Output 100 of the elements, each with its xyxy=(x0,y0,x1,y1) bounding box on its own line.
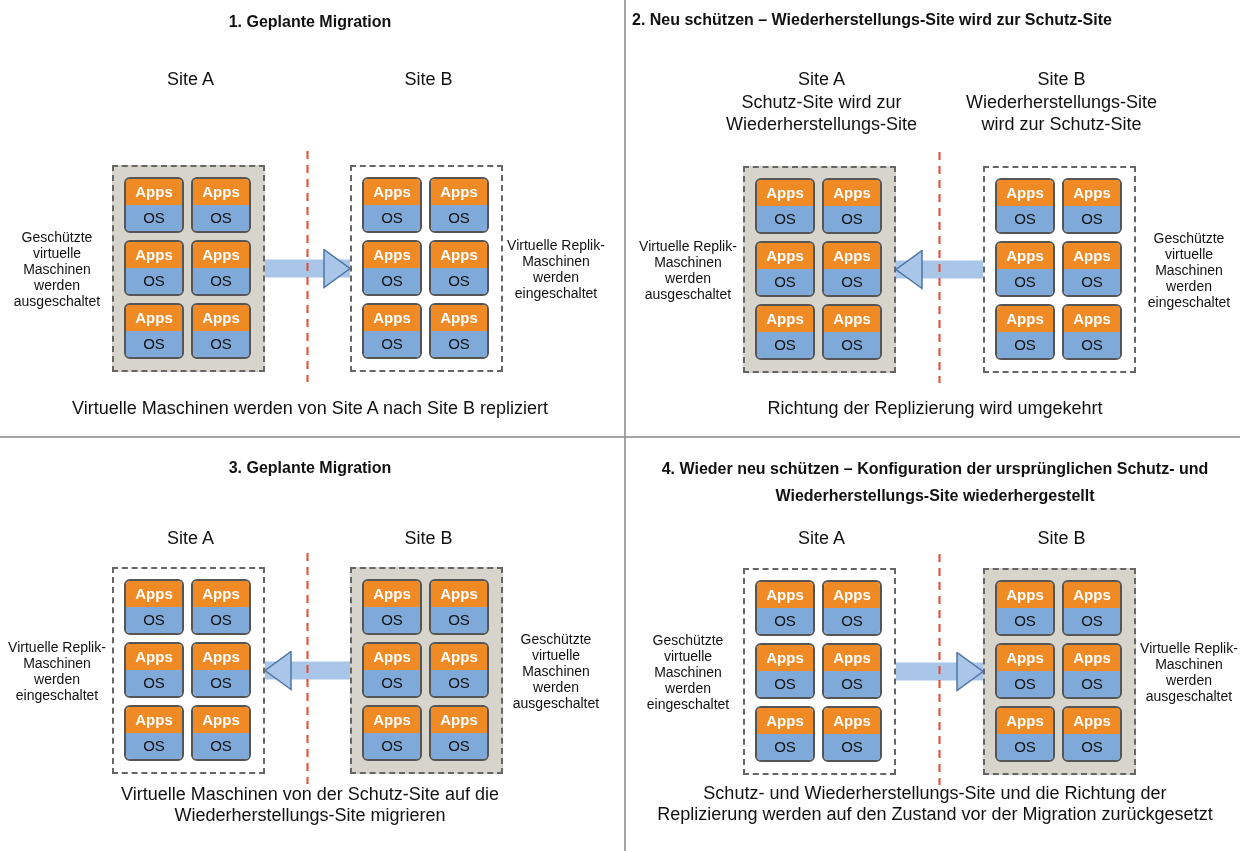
app-layer-label: Apps xyxy=(824,708,880,736)
os-layer-label: OS xyxy=(824,734,880,760)
os-layer-label: OS xyxy=(364,607,420,633)
replication-arrow xyxy=(896,651,984,692)
os-layer-label: OS xyxy=(126,733,182,759)
app-layer-label: Apps xyxy=(757,645,813,673)
panel-title: 3. Geplante Migration xyxy=(227,458,393,478)
site-role-label: Wiederherstellungs-Site wird zur Schutz-Site xyxy=(964,92,1159,136)
virtual-machine-card xyxy=(191,177,251,233)
app-layer-label: Apps xyxy=(1064,708,1120,736)
virtual-machine-card xyxy=(429,240,489,296)
virtual-machine-card xyxy=(429,303,489,359)
os-layer-label: OS xyxy=(1064,269,1120,295)
app-layer-label: Apps xyxy=(364,707,420,735)
os-layer-label: OS xyxy=(364,733,420,759)
app-layer-label: Apps xyxy=(364,242,420,270)
app-layer-label: Apps xyxy=(364,581,420,609)
virtual-machine-card xyxy=(822,706,882,762)
os-layer-label: OS xyxy=(997,608,1053,634)
os-layer-label: OS xyxy=(364,205,420,231)
virtual-machine-card xyxy=(822,304,882,360)
site-heading: Site B xyxy=(403,528,454,550)
site-heading: Site B xyxy=(1036,69,1087,91)
virtual-machine-card xyxy=(429,642,489,698)
app-layer-label: Apps xyxy=(757,306,813,334)
app-layer-label: Apps xyxy=(997,180,1053,208)
virtual-machine-card xyxy=(362,705,422,761)
virtual-machine-card xyxy=(1062,304,1122,360)
app-layer-label: Apps xyxy=(126,179,182,207)
virtual-machine-card xyxy=(755,304,815,360)
virtual-machine-card xyxy=(429,705,489,761)
os-layer-label: OS xyxy=(364,331,420,357)
os-layer-label: OS xyxy=(431,670,487,696)
app-layer-label: Apps xyxy=(824,306,880,334)
app-layer-label: Apps xyxy=(193,581,249,609)
os-layer-label: OS xyxy=(431,268,487,294)
site-heading: Site A xyxy=(797,69,846,91)
app-layer-label: Apps xyxy=(997,708,1053,736)
app-layer-label: Apps xyxy=(757,180,813,208)
replication-arrow xyxy=(264,650,350,691)
app-layer-label: Apps xyxy=(431,644,487,672)
os-layer-label: OS xyxy=(757,269,813,295)
app-layer-label: Apps xyxy=(193,242,249,270)
os-layer-label: OS xyxy=(1064,734,1120,760)
vm-status-note: Geschützte virtuelle Maschinen werden ausgeschaltet xyxy=(511,630,601,711)
virtual-machine-card xyxy=(1062,643,1122,699)
virtual-machine-card xyxy=(995,241,1055,297)
app-layer-label: Apps xyxy=(824,645,880,673)
virtual-machine-card xyxy=(191,303,251,359)
os-layer-label: OS xyxy=(431,607,487,633)
virtual-machine-card xyxy=(362,240,422,296)
virtual-machine-card xyxy=(1062,241,1122,297)
virtual-machine-card xyxy=(755,580,815,636)
vm-status-note: Geschützte virtuelle Maschinen werden eingeschaltet xyxy=(1146,229,1232,310)
os-layer-label: OS xyxy=(997,206,1053,232)
os-layer-label: OS xyxy=(757,608,813,634)
os-layer-label: OS xyxy=(757,734,813,760)
os-layer-label: OS xyxy=(193,733,249,759)
app-layer-label: Apps xyxy=(126,242,182,270)
app-layer-label: Apps xyxy=(431,581,487,609)
virtual-machine-card xyxy=(995,643,1055,699)
virtual-machine-card xyxy=(362,642,422,698)
virtual-machine-card xyxy=(191,705,251,761)
virtual-machine-card xyxy=(755,178,815,234)
vm-status-note: Virtuelle Replik-Maschinen werden eingeschaltet xyxy=(506,236,606,301)
os-layer-label: OS xyxy=(1064,608,1120,634)
virtual-machine-card xyxy=(124,705,184,761)
app-layer-label: Apps xyxy=(364,305,420,333)
virtual-machine-card xyxy=(124,303,184,359)
os-layer-label: OS xyxy=(824,206,880,232)
app-layer-label: Apps xyxy=(1064,243,1120,271)
site-role-label: Schutz-Site wird zur Wiederherstellungs-Site xyxy=(724,92,919,136)
vm-status-note: Virtuelle Replik-Maschinen werden ausgeschaltet xyxy=(638,237,738,302)
replication-arrow xyxy=(895,249,983,290)
panel-caption: Richtung der Replizierung wird umgekehrt xyxy=(766,398,1104,420)
virtual-machine-card xyxy=(124,579,184,635)
app-layer-label: Apps xyxy=(193,179,249,207)
virtual-machine-card xyxy=(124,177,184,233)
os-layer-label: OS xyxy=(193,205,249,231)
app-layer-label: Apps xyxy=(431,305,487,333)
virtual-machine-card xyxy=(995,304,1055,360)
app-layer-label: Apps xyxy=(997,243,1053,271)
virtual-machine-card xyxy=(995,580,1055,636)
os-layer-label: OS xyxy=(824,671,880,697)
panel-caption: Schutz- und Wiederherstellungs-Site und die Richtung der Replizierung werden auf den Zustand vor der Migration zurückgesetzt xyxy=(656,783,1214,825)
panel-title: 2. Neu schützen – Wiederherstellungs-Site wird zur Schutz-Site xyxy=(632,10,1113,30)
vm-status-note: Geschützte virtuelle Maschinen werden ausgeschaltet xyxy=(12,228,102,309)
os-layer-label: OS xyxy=(193,268,249,294)
app-layer-label: Apps xyxy=(997,582,1053,610)
os-layer-label: OS xyxy=(757,206,813,232)
virtual-machine-card xyxy=(429,579,489,635)
replication-arrow xyxy=(265,248,351,289)
app-layer-label: Apps xyxy=(126,644,182,672)
virtual-machine-card xyxy=(822,643,882,699)
os-layer-label: OS xyxy=(757,671,813,697)
site-heading: Site B xyxy=(1036,528,1087,550)
virtual-machine-card xyxy=(1062,580,1122,636)
app-layer-label: Apps xyxy=(193,305,249,333)
site-heading: Site A xyxy=(166,528,215,550)
os-layer-label: OS xyxy=(824,332,880,358)
